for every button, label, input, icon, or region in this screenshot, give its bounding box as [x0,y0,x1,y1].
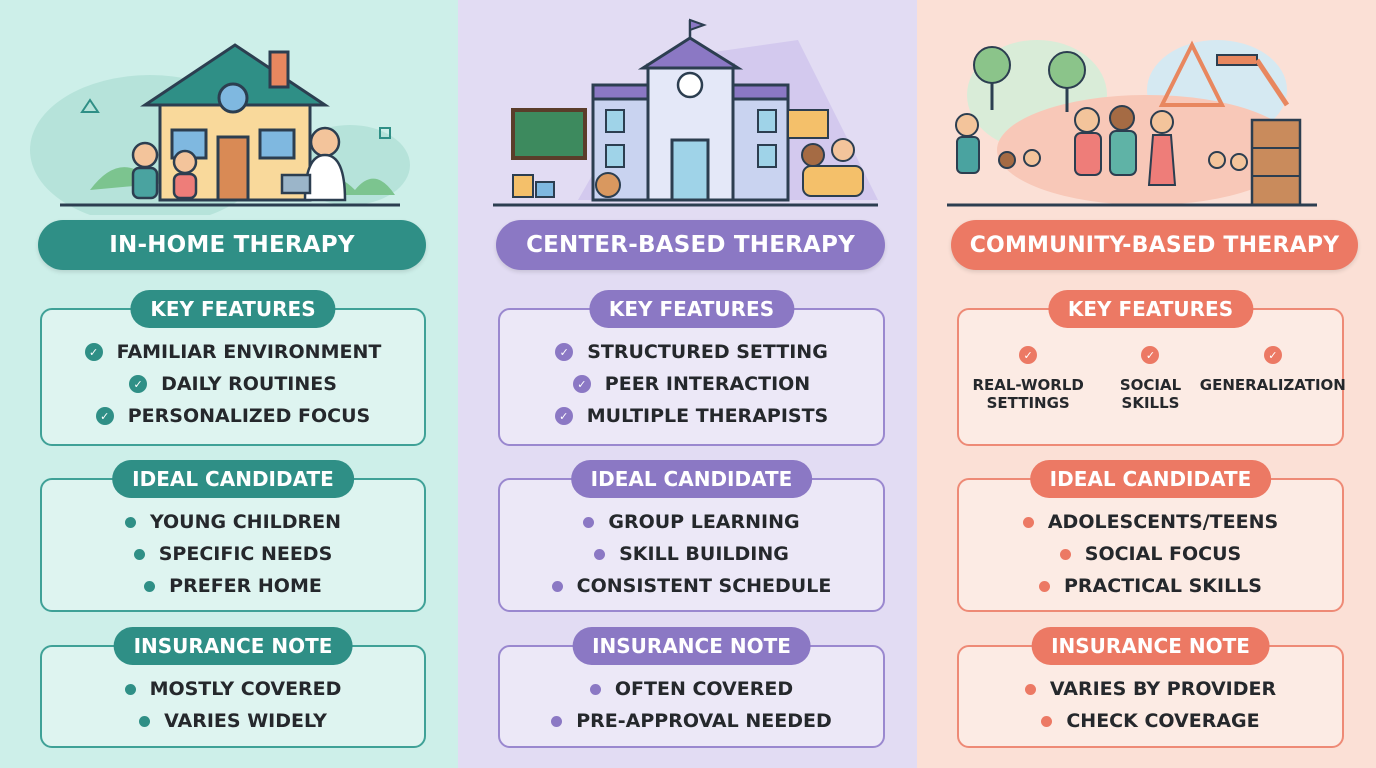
key-features-box: KEY FEATURES ✓REAL-WORLD SETTINGS ✓SOCIA… [957,290,1346,446]
bullet-icon [124,516,136,528]
list-item: SOCIAL FOCUS [1059,542,1241,566]
list-item: YOUNG CHILDREN [124,510,341,534]
bullet-icon [139,715,151,727]
column-center-based: CENTER-BASED THERAPY KEY FEATURES ✓STRUC… [458,0,917,768]
list-item: MOSTLY COVERED [124,677,341,701]
section-label: IDEAL CANDIDATE [570,460,813,498]
key-features-box: KEY FEATURES ✓FAMILIAR ENVIRONMENT ✓DAIL… [40,290,426,446]
key-features-box: KEY FEATURES ✓STRUCTURED SETTING ✓PEER I… [498,290,885,446]
check-icon: ✓ [84,343,103,361]
list-item: CHECK COVERAGE [1041,709,1260,733]
bullet-icon [1039,580,1050,592]
list-item: ✓PERSONALIZED FOCUS [95,404,370,428]
bullet-icon [124,683,136,695]
check-icon: ✓ [1141,346,1160,364]
bullet-icon [133,548,145,560]
bullet-icon [551,580,563,592]
list-item: CONSISTENT SCHEDULE [551,574,831,598]
section-label: INSURANCE NOTE [113,627,353,665]
list-item: ✓DAILY ROUTINES [129,372,337,396]
house-with-family-icon [0,0,458,215]
bullet-icon [1041,715,1053,727]
list-item: ADOLESCENTS/TEENS [1022,510,1278,534]
column-title: CENTER-BASED THERAPY [496,220,885,270]
check-icon: ✓ [95,407,114,425]
bullet-icon [1059,548,1071,560]
bullet-icon [1022,516,1034,528]
list-item: VARIES WIDELY [139,709,327,733]
ideal-candidate-box: IDEAL CANDIDATE GROUP LEARNING SKILL BUI… [498,460,885,612]
insurance-note-box: INSURANCE NOTE OFTEN COVERED PRE-APPROVA… [498,627,885,748]
section-label: KEY FEATURES [1047,290,1254,328]
column-community-based: COMMUNITY-BASED THERAPY KEY FEATURES ✓RE… [917,0,1376,768]
check-icon: ✓ [572,375,591,393]
insurance-note-box: INSURANCE NOTE MOSTLY COVERED VARIES WID… [40,627,426,748]
list-item: ✓FAMILIAR ENVIRONMENT [84,340,381,364]
feature-item: ✓REAL-WORLD SETTINGS [968,346,1088,412]
ideal-candidate-box: IDEAL CANDIDATE ADOLESCENTS/TEENS SOCIAL… [957,460,1344,612]
list-item: ✓PEER INTERACTION [572,372,810,396]
insurance-note-box: INSURANCE NOTE VARIES BY PROVIDER CHECK … [957,627,1344,748]
section-label: KEY FEATURES [588,290,795,328]
section-label: IDEAL CANDIDATE [1029,460,1272,498]
community-park-icon [917,0,1376,215]
feature-item: ✓GENERALIZATION [1200,346,1346,412]
bullet-icon [551,715,563,727]
ideal-candidate-box: IDEAL CANDIDATE YOUNG CHILDREN SPECIFIC … [40,460,426,612]
section-label: IDEAL CANDIDATE [112,460,354,498]
bullet-icon [1024,683,1036,695]
list-item: ✓MULTIPLE THERAPISTS [554,404,828,428]
feature-item: ✓SOCIAL SKILLS [1090,346,1210,412]
list-item: SPECIFIC NEEDS [133,542,332,566]
check-icon: ✓ [129,375,148,393]
bullet-icon [594,548,606,560]
list-item: PREFER HOME [144,574,322,598]
check-icon: ✓ [1263,346,1282,364]
column-in-home: IN-HOME THERAPY KEY FEATURES ✓FAMILIAR E… [0,0,458,768]
section-label: INSURANCE NOTE [1031,627,1270,665]
section-label: INSURANCE NOTE [572,627,811,665]
check-icon: ✓ [555,343,574,361]
bullet-icon [144,580,156,592]
school-building-icon [458,0,917,215]
list-item: SKILL BUILDING [594,542,789,566]
list-item: ✓STRUCTURED SETTING [555,340,828,364]
section-label: KEY FEATURES [130,290,336,328]
check-icon: ✓ [554,407,573,425]
list-item: PRACTICAL SKILLS [1039,574,1262,598]
column-title: COMMUNITY-BASED THERAPY [951,220,1358,270]
column-title: IN-HOME THERAPY [38,220,426,270]
list-item: VARIES BY PROVIDER [1024,677,1276,701]
list-item: PRE-APPROVAL NEEDED [551,709,832,733]
list-item: GROUP LEARNING [583,510,800,534]
list-item: OFTEN COVERED [589,677,793,701]
bullet-icon [583,516,595,528]
check-icon: ✓ [1019,346,1038,364]
bullet-icon [589,683,601,695]
